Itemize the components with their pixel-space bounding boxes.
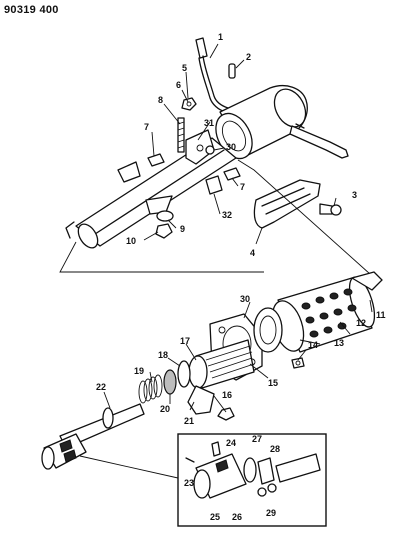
callout-5: 5 [182, 63, 187, 73]
callout-21: 21 [184, 416, 194, 426]
callout-8: 8 [158, 95, 163, 105]
guide-line [59, 241, 264, 273]
callout-29: 29 [266, 508, 276, 518]
inner-shaft-tube [188, 339, 255, 389]
pin [228, 63, 236, 79]
bracket [177, 117, 215, 165]
callout-19: 19 [134, 366, 144, 376]
callout-14: 14 [308, 340, 318, 350]
washer [163, 369, 177, 395]
callout-26: 26 [232, 512, 242, 522]
callout-7b: 7 [240, 182, 245, 192]
clip [223, 167, 241, 181]
callout-24: 24 [226, 438, 236, 448]
callout-28: 28 [270, 444, 280, 454]
callout-1: 1 [218, 32, 223, 42]
callout-leaders [103, 43, 373, 413]
callout-25: 25 [210, 512, 220, 522]
column-tube [271, 271, 383, 353]
clip [205, 175, 223, 195]
callout-2: 2 [246, 52, 251, 62]
callout-23: 23 [184, 478, 194, 488]
guide-line [237, 159, 371, 275]
bearing-ring [253, 307, 283, 353]
callout-20: 20 [160, 404, 170, 414]
callout-17: 17 [180, 336, 190, 346]
universal-joint [41, 433, 87, 470]
shift-lever [195, 37, 229, 113]
spring [138, 374, 163, 404]
tube-holes [301, 288, 357, 338]
callout-7a: 7 [144, 122, 149, 132]
screw [205, 145, 215, 155]
callout-27: 27 [252, 434, 262, 444]
column-jacket [65, 137, 237, 249]
callout-15: 15 [268, 378, 278, 388]
bearing [177, 360, 191, 388]
callout-30b: 30 [240, 294, 250, 304]
clip [147, 153, 165, 167]
callout-11: 11 [376, 310, 386, 320]
detail-inset [177, 433, 327, 527]
callout-16: 16 [222, 390, 232, 400]
callout-labels: 1 2 3 4 5 6 7 7 8 9 10 11 12 13 14 15 16… [96, 32, 386, 522]
bracket-clip [187, 385, 215, 415]
callout-32: 32 [222, 210, 232, 220]
callout-12: 12 [356, 318, 366, 328]
callout-22: 22 [96, 382, 106, 392]
callout-31: 31 [204, 118, 214, 128]
nut [155, 223, 173, 239]
diagram-code: 90319 400 [4, 4, 59, 16]
stud-nut [217, 407, 235, 421]
screw [319, 203, 342, 216]
callout-10: 10 [126, 236, 136, 246]
washer [156, 210, 174, 222]
callout-4: 4 [250, 248, 255, 258]
upper-column-housing [215, 85, 349, 160]
callout-9: 9 [180, 224, 185, 234]
callout-18: 18 [158, 350, 168, 360]
callout-13: 13 [334, 338, 344, 348]
steering-shaft [59, 403, 145, 449]
column-cover [253, 179, 321, 229]
callout-3: 3 [352, 190, 357, 200]
callout-6: 6 [176, 80, 181, 90]
leader-line [79, 455, 179, 479]
callout-30a: 30 [226, 142, 236, 152]
nut [181, 97, 197, 111]
